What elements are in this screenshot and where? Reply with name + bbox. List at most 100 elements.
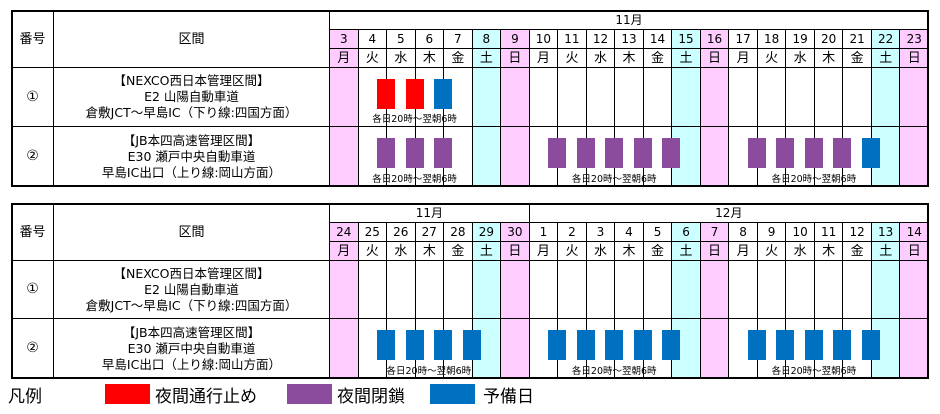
schedule-cell [500, 126, 530, 187]
day-number: 17 [728, 29, 758, 49]
row-number: ① [11, 260, 54, 319]
section-cell: 【NEXCO西日本管理区間】E2 山陽自動車道倉敷JCT～早島IC（下り線:四国… [53, 67, 330, 127]
time-caption: 各日20時～翌朝6時 [571, 366, 657, 377]
weekday: 月 [728, 241, 758, 261]
day-number: 16 [699, 29, 730, 49]
weekday: 土 [870, 48, 901, 68]
schedule-cell [585, 67, 616, 127]
bar-night-closure [804, 138, 823, 168]
bar-reserve [662, 330, 681, 360]
schedule-cell [329, 67, 359, 127]
num-header: 番号 [11, 203, 54, 261]
weekday: 金 [842, 241, 872, 261]
row-number: ② [11, 318, 54, 379]
bar-night-closure [833, 138, 852, 168]
schedule-cell [528, 260, 559, 319]
schedule-cell [528, 67, 559, 127]
day-number: 27 [414, 222, 445, 242]
day-number: 9 [756, 222, 787, 242]
schedule-cell [699, 126, 730, 187]
bar-full-closure [377, 79, 396, 109]
schedule-cell [471, 126, 502, 187]
schedule-cell [699, 260, 730, 319]
weekday: 金 [443, 48, 473, 68]
schedule-cell [671, 67, 701, 127]
schedule-cell [785, 67, 815, 127]
schedule-cell [471, 260, 502, 319]
schedule-cell [329, 318, 359, 379]
weekday: 月 [329, 48, 359, 68]
section-line: E2 山陽自動車道 [144, 89, 239, 104]
weekday: 水 [585, 241, 616, 261]
day-number: 10 [528, 29, 559, 49]
day-number: 5 [386, 29, 416, 49]
schedule-cell [357, 260, 388, 319]
day-number: 8 [728, 222, 758, 242]
bar-night-closure [747, 138, 766, 168]
bar-reserve [377, 330, 396, 360]
day-number: 7 [443, 29, 473, 49]
day-number: 26 [386, 222, 416, 242]
schedule-cell [899, 67, 929, 127]
day-number: 30 [500, 222, 530, 242]
weekday: 土 [471, 241, 502, 261]
day-number: 5 [642, 222, 673, 242]
weekday: 土 [671, 48, 701, 68]
day-number: 8 [471, 29, 502, 49]
weekday: 水 [785, 48, 815, 68]
schedule-cell [756, 67, 787, 127]
day-number: 3 [585, 222, 616, 242]
month-header: 12月 [528, 203, 929, 223]
month-header: 11月 [329, 10, 929, 30]
schedule-cell [699, 67, 730, 127]
time-caption: 各日20時～翌朝6時 [372, 114, 457, 125]
bar-reserve [776, 330, 795, 360]
legend-swatch-reserve [430, 384, 475, 404]
weekday: 日 [500, 48, 530, 68]
day-number: 20 [813, 29, 844, 49]
legend-label: 夜間通行止め [155, 387, 257, 407]
schedule-cell [471, 67, 502, 127]
day-number: 29 [471, 222, 502, 242]
day-number: 12 [585, 29, 616, 49]
weekday: 火 [357, 48, 388, 68]
weekday: 火 [756, 48, 787, 68]
weekday: 金 [443, 241, 473, 261]
day-number: 19 [785, 29, 815, 49]
time-caption: 各日20時～翌朝6時 [372, 174, 457, 185]
bar-night-closure [434, 138, 453, 168]
legend-label: 夜間閉鎖 [337, 387, 405, 407]
weekday: 水 [585, 48, 616, 68]
day-number: 4 [357, 29, 388, 49]
schedule-cell [699, 318, 730, 379]
schedule-cell [557, 260, 587, 319]
day-number: 28 [443, 222, 473, 242]
section-line: 倉敷JCT～早島IC（下り線:四国方面） [85, 297, 298, 313]
schedule-cell [842, 260, 872, 319]
day-number: 24 [329, 222, 359, 242]
weekday: 日 [500, 241, 530, 261]
weekday: 金 [842, 48, 872, 68]
weekday: 日 [699, 48, 730, 68]
bar-full-closure [405, 79, 424, 109]
schedule-cell [585, 260, 616, 319]
weekday: 水 [785, 241, 815, 261]
bar-night-closure [405, 138, 424, 168]
day-number: 6 [671, 222, 701, 242]
time-caption: 各日20時～翌朝6時 [771, 366, 857, 377]
month-header: 11月 [329, 203, 530, 223]
schedule-cell [785, 260, 815, 319]
schedule-cell [870, 260, 901, 319]
bar-reserve [804, 330, 823, 360]
weekday: 木 [414, 48, 445, 68]
weekday: 水 [386, 48, 416, 68]
day-number: 4 [614, 222, 644, 242]
legend-swatch-night-closure [287, 384, 332, 404]
bar-night-closure [776, 138, 795, 168]
schedule-cell [614, 260, 644, 319]
time-caption: 各日20時～翌朝6時 [386, 366, 472, 377]
day-number: 13 [870, 222, 901, 242]
bar-reserve [633, 330, 652, 360]
schedule-cell [756, 260, 787, 319]
section-line: E30 瀬戸中央自動車道 [127, 340, 256, 356]
